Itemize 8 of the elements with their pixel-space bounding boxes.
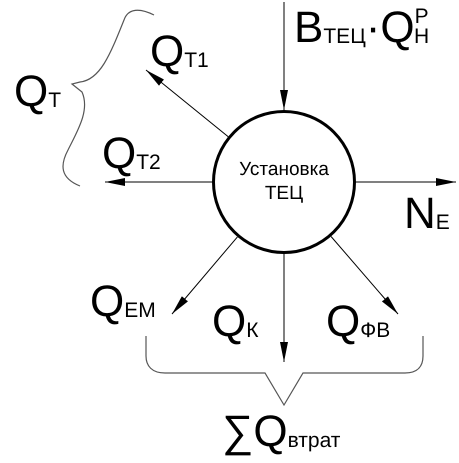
node-text: Установка ТЕЦ bbox=[238, 158, 330, 206]
arrow bbox=[330, 236, 398, 314]
arrow bbox=[146, 70, 229, 138]
arrow bbox=[280, 2, 288, 110]
arrow bbox=[172, 236, 238, 314]
arrow bbox=[356, 178, 456, 186]
arrow bbox=[104, 178, 212, 186]
arrow bbox=[280, 254, 288, 362]
